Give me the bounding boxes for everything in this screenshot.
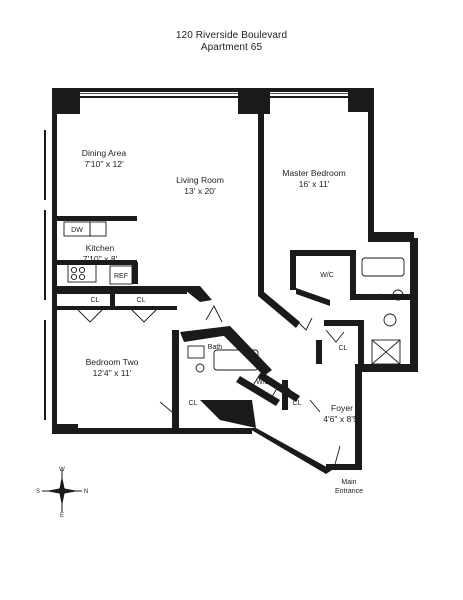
- compass-south: S: [36, 489, 40, 495]
- dining-area-label: Dining Area: [82, 148, 127, 158]
- kitchen-dims: 7'10" x 8': [83, 254, 118, 264]
- kitchen-label: Kitchen: [86, 243, 115, 253]
- entrance-label-line2: Entrance: [335, 488, 363, 495]
- fixture-labels: DW REF CL CL W/C Bath CL Bath W/D CL CL: [71, 227, 383, 407]
- refrigerator-label: REF: [114, 273, 128, 280]
- room-labels: Dining Area 7'10" x 12' Living Room 13' …: [82, 148, 361, 424]
- fixtures: [63, 221, 405, 469]
- foyer-dims: 4'6" x 8'5": [323, 414, 361, 424]
- walk-in-closet-label: W/C: [320, 272, 334, 279]
- master-bedroom-dims: 16' x 11': [299, 179, 330, 189]
- closet-label-4: CL: [189, 400, 198, 407]
- apartment-title: Apartment 65: [200, 42, 263, 53]
- compass-east: E: [60, 513, 64, 519]
- main-entrance: Main Entrance: [335, 479, 363, 495]
- bedroom-two-dims: 12'4" x 11': [93, 368, 132, 378]
- living-room-label: Living Room: [176, 175, 224, 185]
- closet-label-5: CL: [293, 400, 302, 407]
- bath-two-label: Bath: [208, 344, 223, 351]
- dining-area-dims: 7'10" x 12': [84, 159, 124, 169]
- compass: W S N E: [36, 467, 88, 519]
- exterior-walls: [44, 88, 418, 474]
- interior-walls: [57, 98, 410, 428]
- closet-label-2: CL: [137, 297, 146, 304]
- living-room-dims: 13' x 20': [184, 186, 216, 196]
- master-bath-label: Bath: [369, 294, 384, 301]
- compass-arrow-icon: [59, 476, 65, 491]
- washer-dryer-label: W/D: [256, 379, 270, 386]
- closet-label-1: CL: [91, 297, 100, 304]
- compass-north: N: [84, 489, 88, 495]
- entrance-label-line1: Main: [341, 479, 356, 486]
- master-bedroom-label: Master Bedroom: [282, 168, 346, 178]
- closet-label-3: CL: [339, 345, 348, 352]
- compass-west: W: [59, 467, 65, 473]
- foyer-label: Foyer: [331, 403, 353, 413]
- bedroom-two-label: Bedroom Two: [86, 357, 139, 367]
- address-title: 120 Riverside Boulevard: [175, 30, 288, 41]
- dishwasher-label: DW: [71, 227, 83, 234]
